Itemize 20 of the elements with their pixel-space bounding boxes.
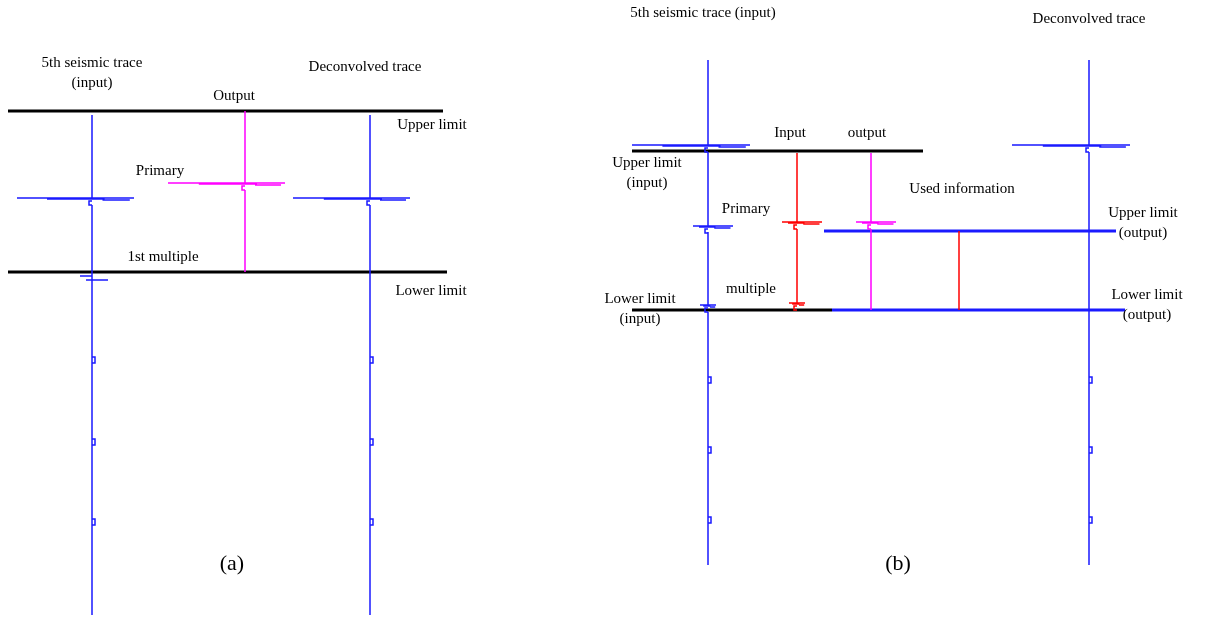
trace-label: 5th seismic trace (input) [40,53,144,93]
trace-label: Deconvolved trace [1031,9,1147,28]
trace-label: 5th seismic trace (input) [629,3,777,22]
limit-label: Upper limit (output) [1107,203,1179,243]
limit-label: Lower limit (input) [603,289,677,329]
event-label: Primary [720,199,772,218]
event-label: Used information [908,179,1016,198]
panel-label: (a) [218,549,246,577]
trace-label: Output [212,86,256,105]
trace-label: Deconvolved trace [307,57,423,76]
event-label: 1st multiple [126,247,200,266]
trace-label: output [846,123,888,142]
event-label: multiple [725,279,777,298]
limit-label: Lower limit (output) [1110,285,1184,325]
trace-label: Input [773,123,807,142]
limit-label: Lower limit [394,281,468,300]
panel-label: (b) [884,549,912,577]
limit-label: Upper limit (input) [611,153,683,193]
limit-label: Upper limit [396,115,468,134]
event-label: Primary [134,161,186,180]
